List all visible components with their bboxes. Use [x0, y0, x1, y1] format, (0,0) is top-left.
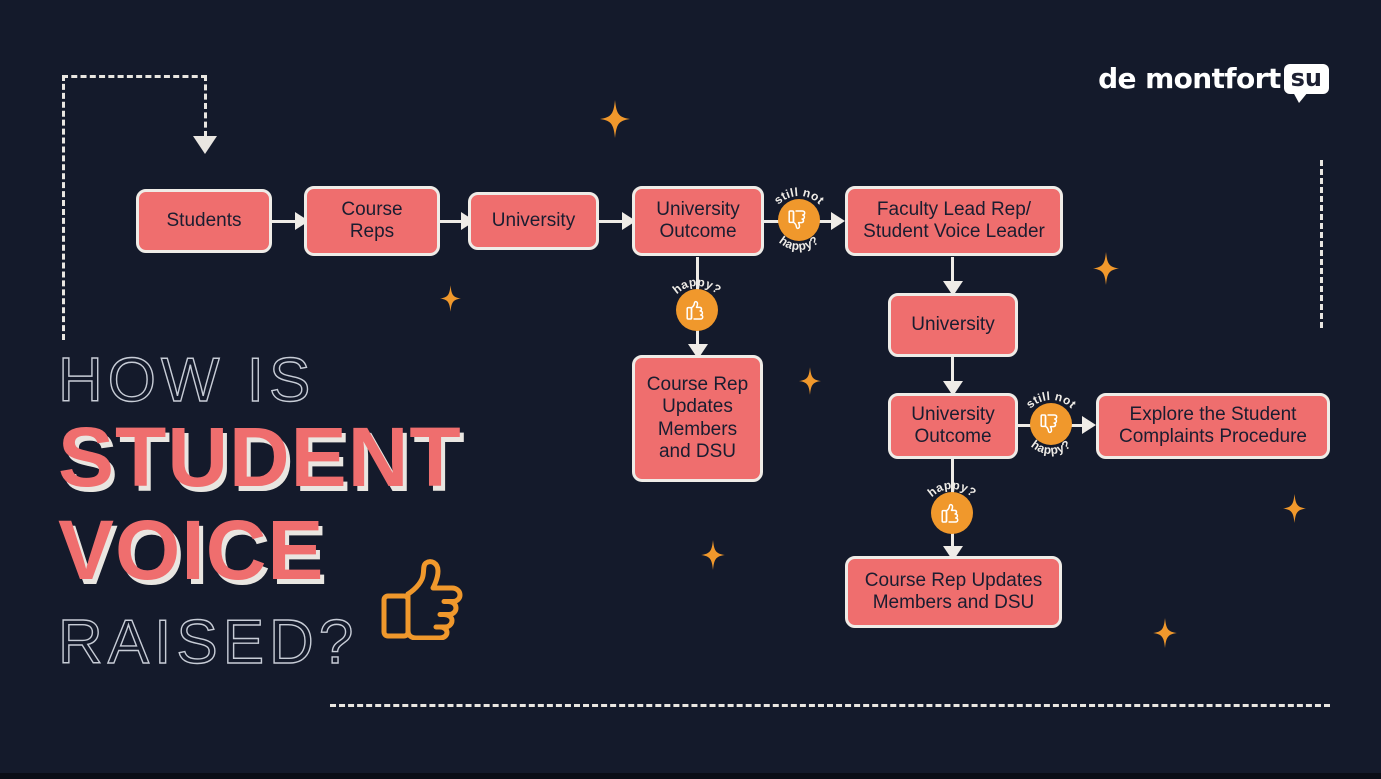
badge-happy-1[interactable]: happy?: [670, 275, 724, 331]
flow-node-university-outcome-1[interactable]: University Outcome: [632, 186, 764, 256]
dashed-frame-right-edge: [1320, 160, 1323, 328]
title-line-4: RAISED?: [57, 607, 359, 677]
badge-still-not-happy-2[interactable]: still not happy?: [1023, 389, 1079, 457]
logo-wordmark: de montfort: [1098, 62, 1281, 95]
title-line-1: HOW IS: [57, 346, 316, 415]
flow-node-university-2[interactable]: University: [888, 293, 1018, 357]
logo-su-badge: su: [1283, 63, 1329, 103]
connector-facultylead-to-university2: [951, 257, 954, 293]
sparkle-icon: [440, 285, 461, 312]
arrow-right-icon: [831, 212, 845, 230]
connector-unhappybadge2-to-complaints: [1069, 424, 1091, 427]
connector-outcome1-to-unhappybadge: [764, 220, 785, 223]
sparkle-icon: [1283, 494, 1306, 523]
thumbs-up-icon: [378, 558, 466, 645]
arrow-down-icon: [943, 281, 963, 296]
sparkle-icon: [1093, 252, 1119, 285]
connector-outcome2-down-upper: [951, 459, 954, 493]
title-line-3: VOICE: [58, 503, 325, 598]
sparkle-icon: [600, 100, 630, 138]
thumbs-down-icon: [788, 210, 806, 230]
connector-unhappybadge-to-facultylead: [817, 220, 839, 223]
flow-node-university-1[interactable]: University: [468, 192, 599, 250]
badge-circle: [931, 492, 973, 534]
dashed-frame-arrow-icon: [193, 136, 217, 154]
thumbs-up-icon: [941, 503, 959, 523]
badge-circle: [1030, 403, 1072, 445]
flow-node-university-outcome-2[interactable]: University Outcome: [888, 393, 1018, 459]
flow-node-course-rep-updates-2[interactable]: Course Rep Updates Members and DSU: [845, 556, 1062, 628]
connector-outcome1-down-lower: [696, 330, 699, 355]
bottom-edge-strip: [0, 773, 1381, 779]
sparkle-icon: [799, 367, 821, 395]
flow-node-faculty-lead-rep[interactable]: Faculty Lead Rep/ Student Voice Leader: [845, 186, 1063, 256]
connector-outcome2-to-unhappybadge2: [1016, 424, 1037, 427]
title-line-2: STUDENT: [58, 410, 462, 505]
badge-circle: [778, 199, 820, 241]
connector-university1-to-outcome1: [599, 220, 633, 223]
arrow-right-icon: [1082, 416, 1096, 434]
badge-circle: [676, 289, 718, 331]
flow-node-course-rep-updates-1[interactable]: Course Rep Updates Members and DSU: [632, 355, 763, 482]
connector-outcome2-down-lower: [951, 533, 954, 553]
page-title: HOW IS STUDENT VOICE RAISED?: [57, 346, 578, 677]
connector-university2-to-outcome2: [951, 357, 954, 393]
flow-node-course-reps[interactable]: Course Reps: [304, 186, 440, 256]
flow-node-complaints-procedure[interactable]: Explore the Student Complaints Procedure: [1096, 393, 1330, 459]
dashed-frame-bottom-edge: [330, 704, 1330, 707]
connector-outcome1-down-upper: [696, 257, 699, 291]
badge-still-not-happy-1[interactable]: still not happy?: [771, 185, 827, 253]
thumbs-up-icon: [686, 300, 704, 320]
arrow-down-icon: [943, 381, 963, 396]
thumbs-down-icon: [1040, 414, 1058, 434]
badge-happy-2[interactable]: happy?: [925, 478, 979, 534]
dashed-frame-top-edge: [62, 75, 207, 78]
demontfort-su-logo: de montfort su: [1098, 62, 1329, 103]
flow-node-students[interactable]: Students: [136, 189, 272, 253]
sparkle-icon: [701, 540, 725, 570]
dashed-frame-branch: [204, 75, 207, 137]
sparkle-icon: [1153, 618, 1177, 648]
dashed-frame-left-edge: [62, 75, 65, 340]
connector-students-to-coursereps: [272, 220, 302, 223]
connector-coursereps-to-university1: [440, 220, 470, 223]
